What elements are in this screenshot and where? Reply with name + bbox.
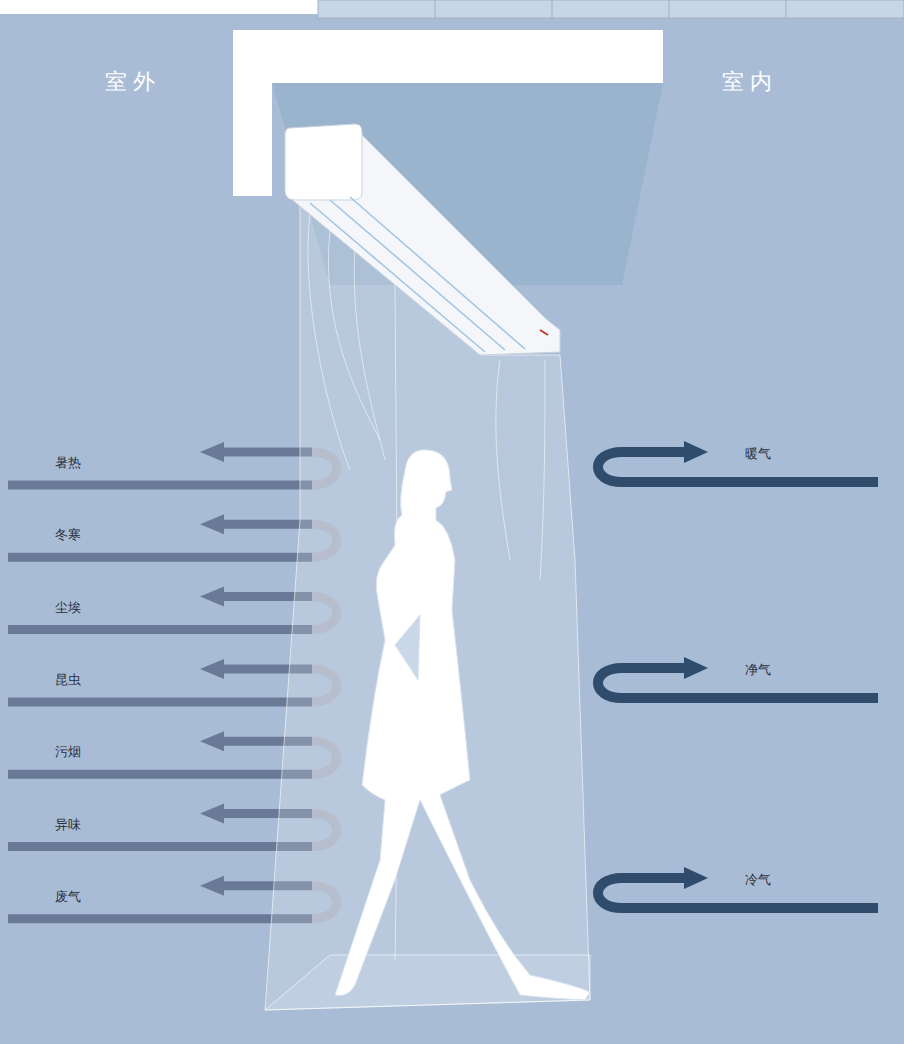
blocked-item-label: 废气 xyxy=(55,889,81,905)
arrow-head xyxy=(200,876,224,896)
arrow-head xyxy=(684,441,708,463)
kept-flow-bar xyxy=(622,693,878,703)
top-strip xyxy=(0,0,318,14)
blocked-flow-bar xyxy=(8,625,312,634)
arrow-head xyxy=(200,587,224,607)
blocked-flow-bar xyxy=(8,842,312,851)
blocked-item-label: 暑热 xyxy=(55,455,81,471)
blocked-item-label: 污烟 xyxy=(55,744,81,760)
kept-flow-turn xyxy=(598,878,622,908)
window-dividers xyxy=(435,0,786,18)
region-label: 室内 xyxy=(722,69,778,95)
arrow-head xyxy=(200,514,224,534)
kept-flow-arrow xyxy=(622,873,688,883)
kept-flow-bar xyxy=(622,903,878,913)
air-curtain-unit xyxy=(285,124,560,355)
blocked-item-label: 冬寒 xyxy=(55,528,81,544)
blocked-flow-arrow xyxy=(220,448,312,457)
region-label: 室外 xyxy=(105,69,161,95)
door-jamb xyxy=(233,30,272,196)
blocked-item-label: 异味 xyxy=(55,817,81,833)
blocked-flow-bar xyxy=(8,770,312,779)
kept-flow-turn xyxy=(598,452,622,482)
arrow-head xyxy=(200,442,224,462)
blocked-flow-bar xyxy=(8,481,312,490)
blocked-item-label: 尘埃 xyxy=(55,600,81,616)
kept-flow-turn xyxy=(598,668,622,698)
kept-flow-arrow xyxy=(622,447,688,457)
woman-silhouette xyxy=(335,450,590,1000)
blocked-item-label: 昆虫 xyxy=(55,672,81,688)
kept-air-label: 净气 xyxy=(745,662,771,678)
arrow-head xyxy=(200,659,224,679)
blocked-flow-bar xyxy=(8,914,312,923)
kept-air-label: 暖气 xyxy=(745,446,771,462)
kept-air-label: 冷气 xyxy=(745,872,771,888)
arrow-head xyxy=(684,867,708,889)
blocked-flow-bar xyxy=(8,697,312,706)
blocked-flow-arrow xyxy=(220,520,312,529)
window-frame xyxy=(318,0,904,18)
arrow-head xyxy=(684,657,708,679)
kept-flow-arrow xyxy=(622,663,688,673)
arrow-head xyxy=(200,804,224,824)
blocked-flow-bar xyxy=(8,553,312,562)
kept-flow-bar xyxy=(622,477,878,487)
arrow-head xyxy=(200,731,224,751)
door-header xyxy=(233,30,663,83)
